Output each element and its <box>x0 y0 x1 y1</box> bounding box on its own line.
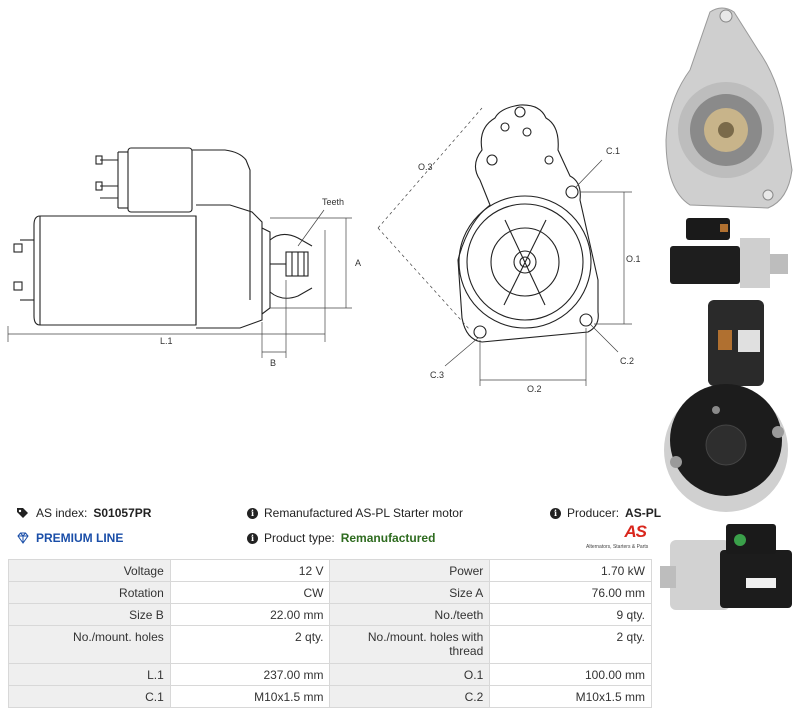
spec-label: L.1 <box>8 663 171 686</box>
spec-value: 22.00 mm <box>169 603 331 626</box>
as-index-row: AS index: S01057PR <box>16 506 151 520</box>
premium-line-label: PREMIUM LINE <box>36 531 124 545</box>
tag-icon <box>17 508 28 518</box>
label-c1: C.1 <box>606 146 620 156</box>
hole-c3 <box>473 325 487 339</box>
spec-label: Size B <box>8 603 171 626</box>
spec-value: 100.00 mm <box>489 663 652 686</box>
label-l1: L.1 <box>160 336 173 346</box>
logo-tagline: Alternators, Starters & Parts <box>586 544 649 550</box>
label-c2: C.2 <box>620 356 634 366</box>
solenoid-outline <box>127 147 193 213</box>
spec-value: 9 qty. <box>489 603 652 626</box>
spec-value: 237.00 mm <box>169 663 331 686</box>
label-teeth: Teeth <box>322 197 344 207</box>
spec-label: C.2 <box>329 685 491 708</box>
spec-label: C.1 <box>8 685 171 708</box>
product-description: Remanufactured AS-PL Starter motor <box>264 506 463 520</box>
spec-value: 12 V <box>169 559 331 582</box>
dim-line-o3 <box>377 107 483 229</box>
spec-value: 2 qty. <box>489 625 652 664</box>
spec-label: Voltage <box>8 559 171 582</box>
spec-value: 76.00 mm <box>489 581 652 604</box>
info-icon: i <box>247 507 258 519</box>
spec-label: Rotation <box>8 581 171 604</box>
diamond-icon <box>17 532 29 544</box>
logo-mark: AS <box>624 522 647 541</box>
info-icon: i <box>550 507 561 519</box>
spec-label: Size A <box>329 581 491 604</box>
motor-body-outline <box>33 215 197 326</box>
product-type-row: i Product type: Remanufactured <box>247 531 435 545</box>
label-a: A <box>355 258 361 268</box>
producer-value: AS-PL <box>625 506 662 520</box>
photo-angled <box>660 524 792 610</box>
label-o2: O.2 <box>527 384 542 394</box>
producer-row: i Producer: AS-PL <box>550 506 661 520</box>
label-o1: O.1 <box>626 254 641 264</box>
spec-label: O.1 <box>329 663 491 686</box>
spec-value: 1.70 kW <box>489 559 652 582</box>
spec-value: 2 qty. <box>169 625 331 664</box>
spec-label: Power <box>329 559 491 582</box>
spec-value: CW <box>169 581 331 604</box>
technical-drawing: Teeth A B L.1 O.3 C.1 O.1 C.2 C.3 O.2 <box>7 104 641 394</box>
photo-front-housing <box>665 7 793 209</box>
spec-label: No./mount. holes <box>8 625 171 664</box>
photo-side <box>670 218 788 288</box>
product-photos <box>660 7 793 610</box>
as-index-label: AS index: <box>36 506 88 520</box>
spec-label: No./mount. holes with thread <box>329 625 491 664</box>
premium-line-row: PREMIUM LINE <box>16 531 123 545</box>
spec-value: M10x1.5 mm <box>169 685 331 708</box>
producer-label: Producer: <box>567 506 620 520</box>
as-pl-logo: AS Alternators, Starters & Parts <box>586 522 652 554</box>
spec-label: No./teeth <box>329 603 491 626</box>
label-b: B <box>270 358 276 368</box>
as-index-value: S01057PR <box>93 506 152 520</box>
product-type-value: Remanufactured <box>340 531 436 545</box>
photo-rear <box>664 300 788 512</box>
description-row: i Remanufactured AS-PL Starter motor <box>247 506 463 520</box>
info-icon: i <box>247 532 258 544</box>
spec-value: M10x1.5 mm <box>489 685 652 708</box>
hole-c1 <box>565 185 579 199</box>
product-type-label: Product type: <box>264 531 335 545</box>
label-o3: O.3 <box>418 162 433 172</box>
front-view <box>457 104 599 343</box>
label-c3: C.3 <box>430 370 444 380</box>
hole-c2 <box>579 313 593 327</box>
